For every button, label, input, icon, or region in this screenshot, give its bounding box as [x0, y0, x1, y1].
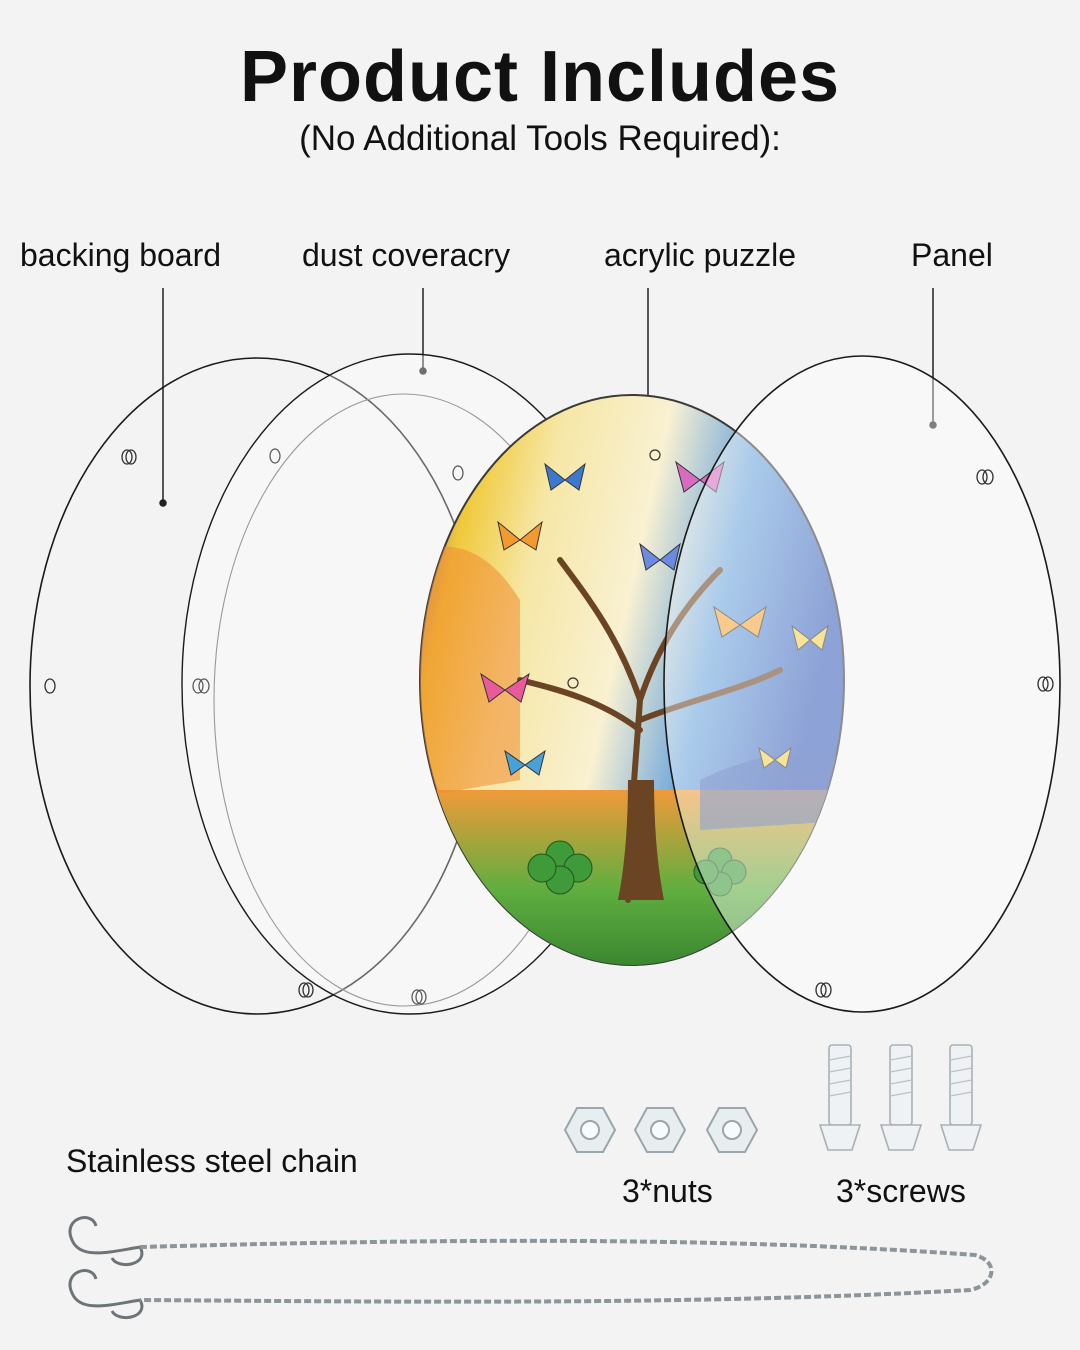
page-title: Product Includes — [239, 37, 841, 117]
butterfly-icons — [480, 460, 829, 776]
clover-icons — [527, 840, 747, 897]
acrylic-puzzle-label: acrylic puzzle — [604, 237, 797, 273]
s-hook-icon — [68, 1269, 141, 1308]
front-panel — [663, 355, 1061, 1013]
s-hook-icon — [68, 1216, 141, 1255]
nut-icons — [563, 1107, 759, 1153]
page-subtitle: (No Additional Tools Required): — [299, 119, 781, 158]
panel-label: Panel — [911, 237, 993, 273]
screws-label: 3*screws — [836, 1173, 966, 1209]
dust-cover-label: dust coveracry — [302, 237, 511, 273]
chain-label: Stainless steel chain — [66, 1143, 358, 1179]
screw-icons — [818, 1044, 983, 1151]
backing-board-label: backing board — [20, 237, 222, 273]
stainless-steel-chain — [68, 1216, 994, 1319]
nuts-label: 3*nuts — [622, 1173, 713, 1209]
